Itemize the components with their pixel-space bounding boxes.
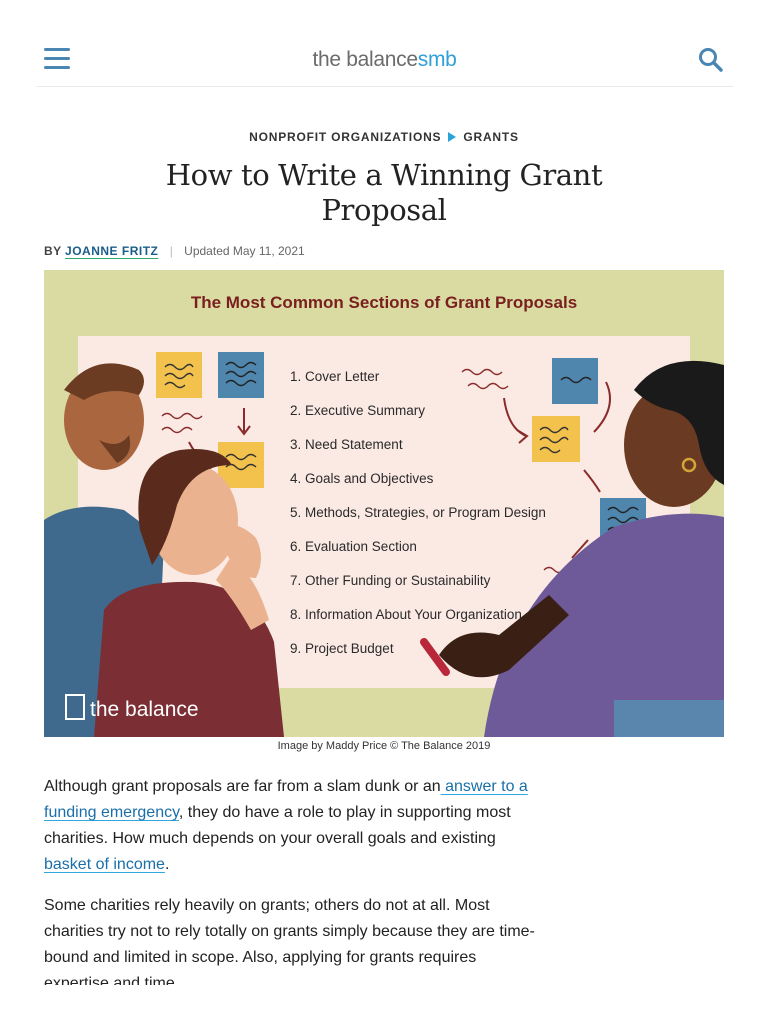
sticky-note-icon bbox=[218, 352, 264, 398]
watermark-logo: the balance bbox=[65, 694, 199, 721]
sections-list: 1. Cover Letter 2. Executive Summary 3. … bbox=[290, 369, 546, 656]
p1-text-c: . bbox=[164, 856, 170, 873]
site-header: the balancesmb bbox=[36, 30, 733, 87]
link-funding-emergency[interactable]: answer to a funding emergency bbox=[44, 778, 528, 821]
section-item: 9. Project Budget bbox=[290, 641, 394, 656]
article-title: How to Write a Winning Grant Proposal bbox=[165, 158, 603, 227]
logo-text-main: the balance bbox=[312, 48, 418, 71]
infographic-image: The Most Common Sections of Grant Propos… bbox=[44, 270, 724, 737]
body-paragraph-1: Although grant proposals are far from a … bbox=[44, 774, 544, 878]
breadcrumb-grants[interactable]: GRANTS bbox=[463, 130, 519, 144]
p1-text-a: Although grant proposals are far from a … bbox=[44, 778, 441, 795]
section-item: 6. Evaluation Section bbox=[290, 539, 417, 554]
search-icon[interactable] bbox=[697, 46, 725, 74]
logo-text-smb: smb bbox=[417, 48, 457, 71]
byline: BY JOANNE FRITZ | Updated May 11, 2021 bbox=[44, 244, 305, 258]
section-item: 4. Goals and Objectives bbox=[290, 471, 434, 486]
p1-text-b: , they do have a role to play in support… bbox=[44, 804, 511, 847]
sticky-note-icon bbox=[552, 358, 598, 404]
breadcrumb-arrow-icon bbox=[448, 132, 457, 142]
figure-caption: Image by Maddy Price © The Balance 2019 bbox=[277, 740, 491, 752]
watermark-text: the balance bbox=[90, 698, 199, 721]
section-item: 3. Need Statement bbox=[290, 437, 403, 452]
menu-icon[interactable] bbox=[44, 48, 70, 72]
section-item: 1. Cover Letter bbox=[290, 369, 380, 384]
section-item: 7. Other Funding or Sustainability bbox=[290, 573, 491, 588]
section-item: 5. Methods, Strategies, or Program Desig… bbox=[290, 505, 546, 520]
author-link[interactable]: JOANNE FRITZ bbox=[65, 244, 159, 258]
breadcrumb-nonprofit[interactable]: NONPROFIT ORGANIZATIONS bbox=[249, 130, 442, 144]
updated-date: Updated May 11, 2021 bbox=[184, 244, 305, 258]
byline-by: BY bbox=[44, 244, 62, 258]
site-logo[interactable]: the balancesmb bbox=[36, 48, 733, 72]
article-figure: The Most Common Sections of Grant Propos… bbox=[44, 270, 724, 737]
section-item: 2. Executive Summary bbox=[290, 403, 425, 418]
infographic-heading: The Most Common Sections of Grant Propos… bbox=[191, 293, 577, 312]
sticky-note-icon bbox=[532, 416, 580, 462]
section-item: 8. Information About Your Organization bbox=[290, 607, 522, 622]
body-paragraph-2: Some charities rely heavily on grants; o… bbox=[44, 897, 535, 985]
sticky-note-icon bbox=[156, 352, 202, 398]
breadcrumb: NONPROFIT ORGANIZATIONS GRANTS bbox=[0, 130, 768, 144]
link-basket-of-income[interactable]: basket of income bbox=[44, 856, 165, 873]
byline-divider: | bbox=[169, 244, 173, 258]
